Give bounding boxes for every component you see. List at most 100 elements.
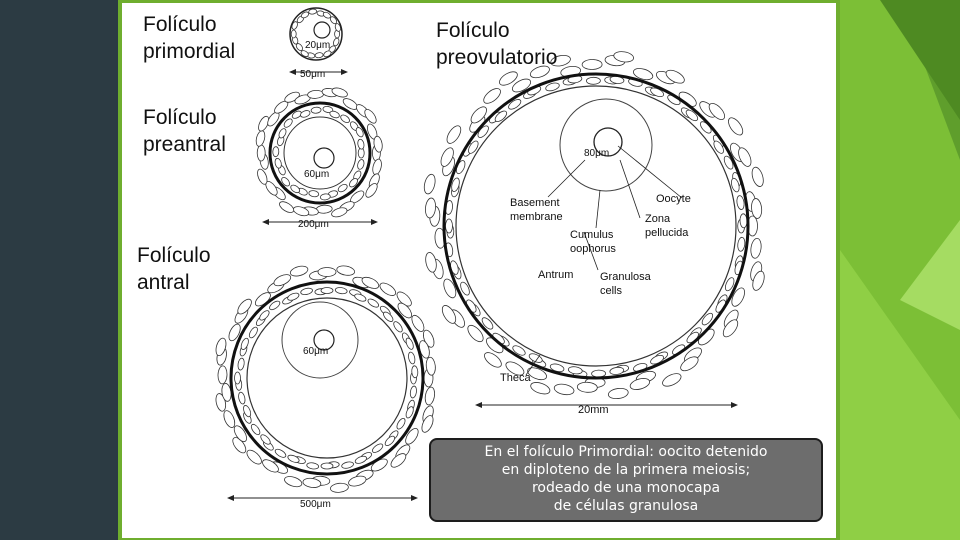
cell-mark bbox=[354, 293, 367, 302]
primordial-follicle: 20μm 50μm bbox=[289, 7, 348, 80]
label-antral-line1: Folículo bbox=[137, 244, 211, 267]
cell-mark bbox=[613, 51, 635, 63]
cell-mark bbox=[340, 114, 350, 124]
cell-mark bbox=[240, 337, 249, 350]
cell-mark bbox=[405, 406, 414, 419]
cell-mark bbox=[291, 110, 302, 119]
cell-mark bbox=[307, 89, 324, 99]
label-primordial-line1: Folículo bbox=[143, 13, 217, 36]
granulosa-label-1: Granulosa bbox=[600, 271, 652, 283]
cell-mark bbox=[405, 337, 414, 350]
cell-mark bbox=[320, 462, 334, 470]
cell-mark bbox=[215, 337, 227, 357]
cell-mark bbox=[357, 138, 365, 150]
cell-mark bbox=[274, 157, 282, 169]
preantral-width-label: 200μm bbox=[298, 219, 329, 230]
basement-label-1: Basement bbox=[510, 197, 560, 209]
cell-mark bbox=[607, 387, 629, 400]
zona-label-2: pellucida bbox=[645, 227, 689, 239]
cell-mark bbox=[365, 183, 378, 198]
cell-mark bbox=[701, 312, 714, 326]
cell-mark bbox=[738, 147, 752, 167]
cell-mark bbox=[256, 144, 266, 162]
cell-mark bbox=[306, 462, 320, 470]
cell-mark bbox=[750, 237, 762, 259]
label-preantral-line1: Folículo bbox=[143, 106, 217, 129]
cell-mark bbox=[421, 415, 434, 433]
cell-mark bbox=[320, 287, 334, 294]
cell-mark bbox=[372, 443, 384, 453]
cumulus-label-1: Cumulus bbox=[570, 229, 614, 241]
cell-mark bbox=[553, 383, 575, 396]
label-antral-line2: antral bbox=[137, 271, 190, 294]
cell-mark bbox=[708, 103, 726, 120]
cell-mark bbox=[397, 302, 413, 319]
cell-mark bbox=[337, 183, 348, 193]
cumulus-label-2: oophorus bbox=[570, 243, 616, 255]
cell-mark bbox=[383, 311, 394, 322]
cell-mark bbox=[425, 252, 437, 273]
primordial-width-label: 50μm bbox=[300, 69, 325, 80]
cell-mark bbox=[460, 281, 470, 296]
cell-mark bbox=[529, 65, 550, 79]
antral-inner-label: 60μm bbox=[303, 346, 328, 357]
label-primordial-line2: primordial bbox=[143, 40, 236, 63]
cell-mark bbox=[728, 117, 744, 136]
cell-mark bbox=[262, 459, 279, 473]
label-preantral: Folículo preantral bbox=[143, 104, 226, 158]
cell-mark bbox=[508, 99, 522, 110]
cell-mark bbox=[354, 455, 367, 464]
cell-mark bbox=[355, 127, 364, 138]
cell-mark bbox=[269, 300, 281, 311]
cell-mark bbox=[680, 356, 699, 372]
cell-mark bbox=[308, 8, 318, 15]
granulosa-label-2: cells bbox=[600, 285, 623, 297]
cell-mark bbox=[287, 292, 300, 301]
cell-mark bbox=[650, 354, 665, 365]
cell-mark bbox=[243, 405, 252, 418]
cell-mark bbox=[440, 147, 454, 167]
cell-mark bbox=[423, 173, 436, 195]
basement-label-2: membrane bbox=[510, 211, 563, 223]
cell-mark bbox=[725, 277, 735, 292]
cell-mark bbox=[409, 385, 417, 399]
cell-mark bbox=[250, 423, 261, 436]
svg-text:membrane: membrane bbox=[510, 211, 563, 223]
cell-mark bbox=[384, 435, 396, 447]
cell-mark bbox=[550, 54, 571, 67]
cell-mark bbox=[751, 166, 764, 187]
background-left-panel bbox=[0, 0, 118, 540]
cell-mark bbox=[591, 369, 606, 378]
cell-mark bbox=[302, 477, 322, 488]
cell-mark bbox=[237, 298, 252, 315]
cell-mark bbox=[329, 110, 340, 119]
cell-mark bbox=[372, 158, 382, 176]
cell-mark bbox=[300, 50, 309, 57]
cell-mark bbox=[246, 449, 262, 465]
cell-mark bbox=[425, 356, 436, 376]
cell-mark bbox=[300, 287, 313, 296]
label-preovulatorio: Folículo preovulatorio bbox=[436, 17, 557, 71]
cell-mark bbox=[662, 373, 682, 387]
cell-mark bbox=[586, 76, 601, 85]
cell-mark bbox=[223, 410, 236, 428]
cell-mark bbox=[237, 357, 245, 371]
cell-mark bbox=[470, 106, 487, 124]
cell-mark bbox=[255, 130, 266, 147]
cell-mark bbox=[483, 88, 501, 104]
cell-mark bbox=[279, 201, 295, 213]
cell-mark bbox=[289, 265, 309, 277]
label-preovulatorio-line2: preovulatorio bbox=[436, 46, 558, 69]
caption-box: En el folículo Primordial: oocito deteni… bbox=[429, 438, 823, 522]
cell-mark bbox=[751, 198, 763, 219]
decorative-green-shapes bbox=[840, 0, 960, 540]
cell-mark bbox=[505, 361, 525, 376]
cell-mark bbox=[451, 177, 460, 192]
cell-mark bbox=[494, 110, 508, 122]
label-antral: Folículo antral bbox=[137, 242, 211, 296]
cell-mark bbox=[629, 378, 651, 390]
cell-mark bbox=[511, 78, 532, 93]
cell-mark bbox=[411, 314, 425, 332]
cell-mark bbox=[260, 434, 271, 445]
cell-mark bbox=[300, 110, 311, 118]
